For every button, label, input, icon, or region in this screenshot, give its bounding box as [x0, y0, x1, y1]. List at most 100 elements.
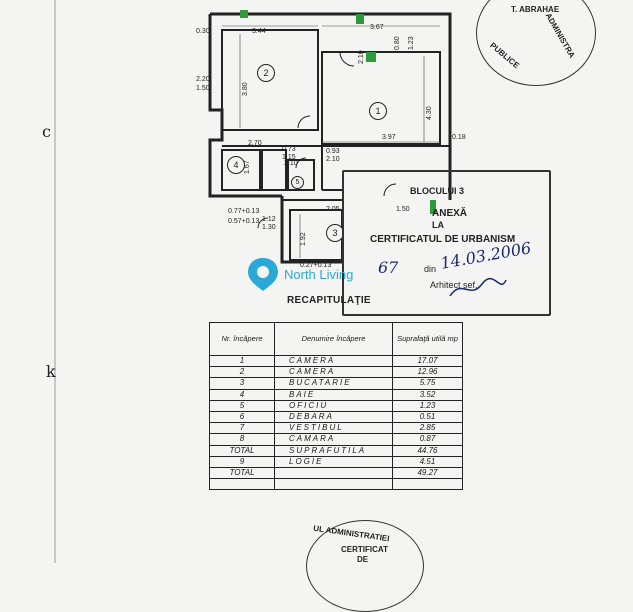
cell-area: 4.51: [392, 455, 463, 468]
cell-room-name: DEBARA: [274, 410, 393, 424]
dim-080: 0.80: [394, 36, 401, 50]
margin-mark-1: c: [42, 122, 51, 141]
seal-bottom-text3: DE: [357, 555, 369, 564]
dim-150: 1.50: [196, 85, 210, 92]
cell-area: 0.87: [392, 433, 463, 446]
header-room-name: Denumire încăpere: [274, 322, 393, 356]
dim-115: 1.15: [282, 154, 296, 161]
stamp-architect: Arhitect şef,: [430, 280, 478, 290]
seal-bottom-text2: CERTIFICAT: [341, 545, 388, 554]
dim-top-width: 3.44: [252, 28, 266, 35]
logo-text: North Living: [284, 266, 354, 282]
cell-area: 12.96: [392, 366, 463, 379]
dim-397: 3.97: [382, 134, 396, 141]
cell-room-number: TOTAL: [209, 444, 275, 457]
dim-210c: 2.10: [284, 160, 298, 167]
recap-title: RECAPITULAŢIE: [287, 295, 371, 306]
cell-room-name: SUPRAFUTILA: [274, 444, 393, 457]
dim-093: 0.93: [326, 148, 340, 155]
cell-room-number: 2: [209, 366, 275, 379]
cell-room-name: CAMERA: [274, 354, 393, 368]
dim-123: 1.23: [408, 36, 415, 50]
cell-room-name: BAIE: [274, 388, 393, 401]
architect-signature-icon: [449, 277, 507, 297]
north-living-logo: North Living: [246, 256, 353, 292]
cell-room-number: 9: [209, 455, 275, 468]
cell-room-name: OFICIU: [274, 399, 393, 412]
cell-room-number: 5: [209, 399, 275, 412]
dim-150b: 1.50: [396, 206, 410, 213]
cell-room-number: 4: [209, 388, 275, 401]
dim-057: 0.57+0.13: [228, 218, 260, 225]
cell-room-number: [209, 478, 275, 491]
cell-room-name: CAMARA: [274, 433, 393, 446]
room-number-5: 5: [291, 176, 304, 189]
room-number-2: 2: [257, 64, 275, 82]
stamp-line1: BLOCULUI 3: [410, 186, 464, 196]
dim-077: 0.77+0.13: [228, 208, 260, 215]
area-summary-table: Nr. încăpere Denumire încăpere Suprafaţă…: [209, 322, 463, 491]
cell-room-name: BUCATARIE: [274, 377, 393, 390]
cell-area: 5.75: [392, 377, 463, 390]
official-seal-bottom: UL ADMINISTRATIEI CERTIFICAT DE: [306, 520, 424, 612]
cell-area: 49.27: [392, 466, 463, 480]
cell-room-name: [274, 466, 393, 480]
cell-room-number: 3: [209, 377, 275, 390]
cell-room-number: TOTAL: [209, 466, 275, 480]
cell-area: 44.76: [392, 444, 463, 457]
urbanism-annex-stamp: BLOCULUI 3 ANEXĂ LA CERTIFICATUL DE URBA…: [342, 170, 551, 316]
dim-073: 0.73: [282, 146, 296, 153]
stamp-line4: CERTIFICATUL DE URBANISM: [370, 234, 516, 245]
cell-room-name: LOGIE: [274, 455, 393, 468]
cell-room-name: [274, 478, 393, 491]
cell-room-number: 7: [209, 422, 275, 435]
stamp-line2: ANEXĂ: [432, 208, 468, 219]
cell-room-number: 8: [209, 433, 275, 446]
dim-192: 1.92: [300, 232, 307, 246]
location-pin-icon: [248, 258, 278, 291]
cell-area: [392, 478, 463, 491]
cell-area: 0.51: [392, 410, 463, 424]
cell-area: 1.23: [392, 399, 463, 412]
seal-top-name: T. ABRAHAE: [511, 5, 560, 14]
dim-112: 1.12: [262, 216, 276, 223]
dim-210a: 2.10: [358, 50, 365, 64]
table-row: TOTAL 49.27: [209, 466, 463, 480]
dim-210b: 2.10: [326, 156, 340, 163]
dim-top-right: 3.67: [370, 24, 384, 31]
cell-area: 17.07: [392, 354, 463, 368]
dim-130: 1.30: [262, 224, 276, 231]
stamp-din-label: din: [424, 264, 437, 274]
seal-top-text2: PUBLICE: [488, 40, 521, 71]
cell-room-number: 1: [209, 354, 275, 368]
dim-220: 2.20: [196, 76, 210, 83]
dim-018: 0.18: [452, 134, 466, 141]
room-number-1: 1: [369, 102, 387, 120]
stamp-number: 67: [378, 258, 399, 277]
dim-270: 2.70: [248, 140, 262, 147]
cell-room-name: CAMERA: [274, 366, 393, 379]
header-useful-area: Suprafaţă utilă mp: [392, 322, 463, 356]
cell-area: 2.85: [392, 422, 463, 435]
dim-205: 2.05: [326, 206, 340, 213]
seal-top-text1: ADMINISTRA: [543, 11, 577, 60]
floor-plan-drawing: [54, 0, 452, 563]
document-sheet: 3.44 3.67 0.30 2.20 1.50 3.80 4.30 2.10 …: [42, 0, 596, 612]
header-room-number: Nr. încăpere: [209, 322, 275, 356]
dim-room2-height: 3.80: [242, 82, 249, 96]
room-number-4: 4: [227, 156, 245, 174]
cell-room-name: VESTIBUL: [274, 422, 393, 435]
table-row: [209, 478, 463, 491]
cell-area: 3.52: [392, 388, 463, 401]
dim-167: 1.67: [244, 160, 251, 174]
margin-mark-2: k: [46, 362, 56, 381]
